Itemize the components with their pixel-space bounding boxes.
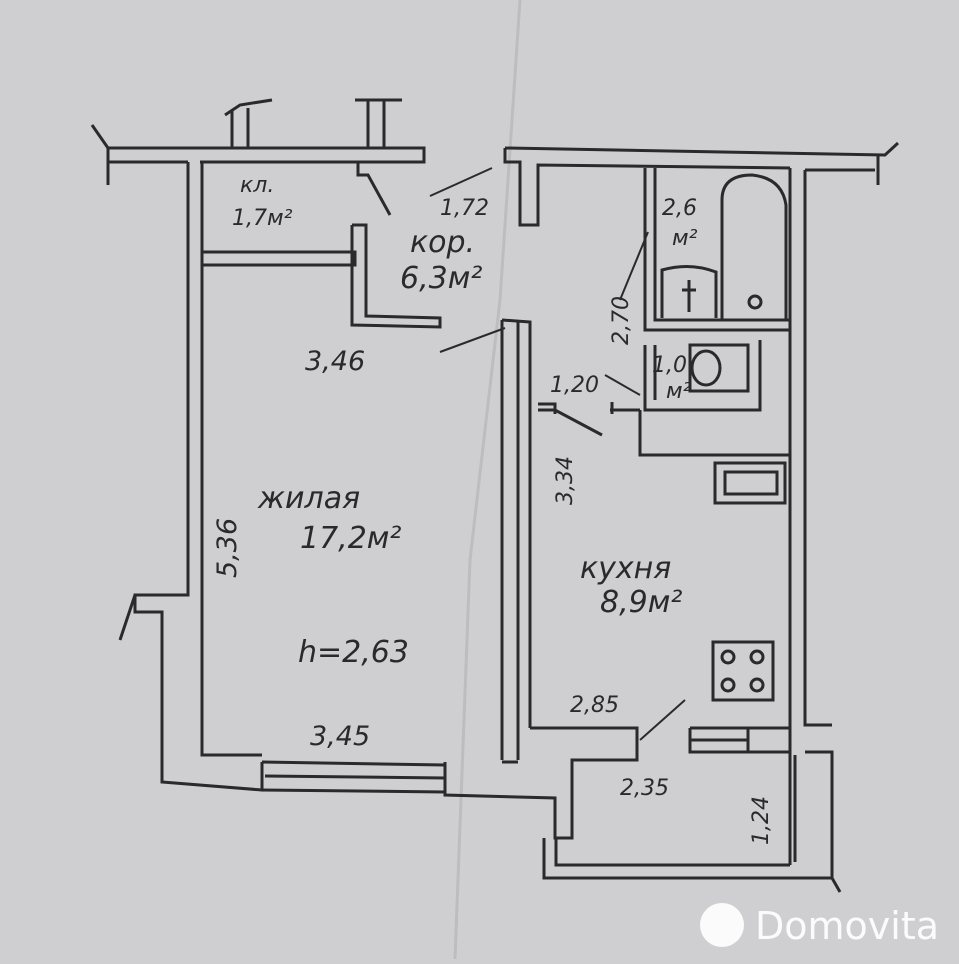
kitchen-bottom-wall (688, 726, 790, 754)
living-area: 17,2м² (300, 521, 401, 556)
kitchen-door (538, 402, 603, 437)
corridor-area: 6,3м² (400, 261, 482, 296)
kitchen-area: 8,9м² (600, 585, 682, 620)
closet-area: 1,7м² (232, 206, 293, 231)
kitchen-label-group: кухня 8,9м² (580, 551, 682, 620)
dim-kitchen-bottom: 2,85 (570, 693, 619, 718)
dim-living-bottom: 3,45 (310, 721, 370, 752)
bathroom-walls (638, 168, 790, 457)
kitchen-name: кухня (580, 551, 671, 586)
bath-label-group: 2,6 м² (662, 196, 698, 251)
bathtub (720, 173, 788, 320)
toilet-fixture (688, 343, 750, 393)
kitchen-sink (713, 461, 787, 505)
toilet-door (610, 402, 640, 414)
dim-living-top: 3,46 (305, 346, 365, 377)
dim-toilet-width: 1,20 (550, 373, 599, 398)
stove (711, 640, 775, 702)
dim-balcony-width: 2,35 (620, 776, 669, 801)
closet-label-group: кл. 1,7м² (232, 173, 293, 231)
closet-name: кл. (240, 173, 274, 198)
toilet-area-unit: м² (666, 379, 692, 404)
closet-partition (202, 250, 357, 267)
dim-corridor-width: 1,72 (440, 196, 489, 221)
exterior-wall-top-right (503, 141, 900, 227)
watermark-text: Domovita (755, 904, 939, 948)
central-wall (500, 318, 532, 764)
toilet-area-value: 1,0 (652, 353, 687, 378)
living-label-group: жилая 17,2м² h=2,63 (257, 481, 409, 670)
ceiling-height: h=2,63 (298, 635, 409, 670)
corridor-label-group: кор. 6,3м² (400, 225, 482, 296)
corridor-name: кор. (410, 225, 475, 260)
exterior-wall-top-left (90, 124, 426, 185)
exterior-wall-left (118, 162, 264, 792)
watermark: Domovita (700, 903, 939, 948)
bath-area-value: 2,6 (662, 196, 697, 221)
dim-balcony-side: 1,24 (749, 796, 774, 845)
closet-door (356, 162, 392, 216)
bath-sink (660, 265, 718, 318)
living-window (261, 726, 639, 840)
exterior-wall-right (788, 168, 834, 878)
watermark-logo-icon (700, 903, 744, 947)
dimension-leaders (429, 167, 686, 741)
paper-fold (453, 0, 522, 960)
dim-bath-side: 2,70 (609, 296, 634, 345)
toilet-label-group: 1,0 м² (652, 353, 692, 404)
living-name: жилая (257, 481, 360, 516)
corridor-partition (350, 223, 442, 329)
dim-living-side: 5,36 (212, 518, 243, 578)
dim-kitchen-side: 3,34 (553, 456, 578, 505)
balcony (542, 838, 842, 893)
vent-shaft-left (224, 98, 273, 148)
vent-shaft-right (355, 98, 402, 148)
bath-area-unit: м² (672, 226, 698, 251)
